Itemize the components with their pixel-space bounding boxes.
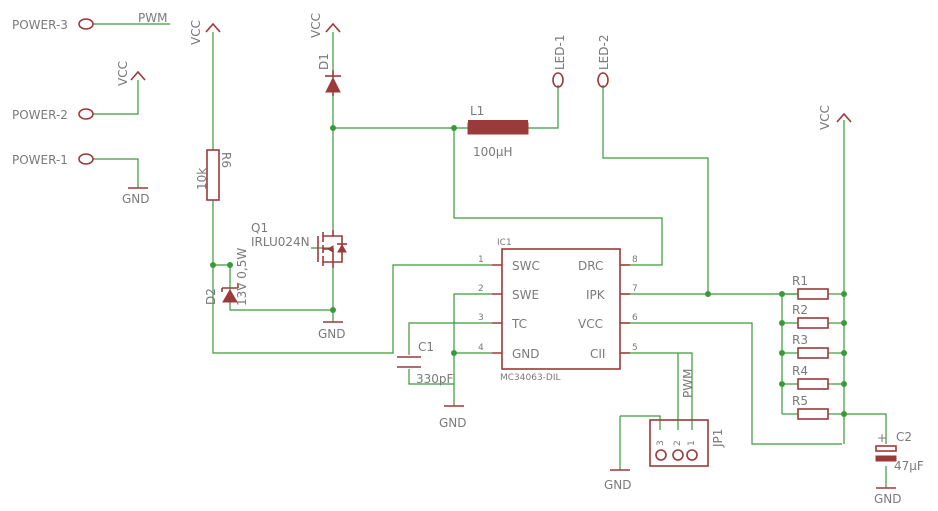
- vcc-label-2: VCC: [189, 20, 203, 45]
- d2-label: D2: [204, 288, 218, 305]
- gnd-label-4: GND: [604, 478, 632, 492]
- ic1-name: IC1: [497, 238, 512, 248]
- r6-value: 10k: [195, 168, 209, 190]
- jp1-pin3: 3: [656, 440, 666, 446]
- ic1-pin2-name: SWE: [512, 288, 539, 302]
- ic1-pin8-name: DRC: [578, 259, 603, 273]
- vcc-label-1: VCC: [116, 61, 130, 86]
- c2-plus-sign: +: [877, 431, 887, 445]
- ic1-pin7-name: IPK: [586, 288, 606, 302]
- junctions: [210, 125, 847, 417]
- power1-label: POWER-1: [12, 153, 68, 167]
- header-jp1: 3 2 1 JP1 PWM: [649, 369, 725, 467]
- resistor-r6: 10k R6: [195, 149, 233, 201]
- ic1-pin6-name: VCC: [578, 317, 603, 331]
- vcc-symbol-1: VCC: [116, 61, 146, 86]
- d2-value: 13V 0,5W: [235, 248, 249, 306]
- ic1-pin3-num: 3: [478, 313, 484, 323]
- r6-label: R6: [219, 152, 233, 168]
- capacitor-c1: C1 330pF: [397, 340, 454, 386]
- wires: [93, 23, 887, 488]
- ic1-pin5-num: 5: [632, 343, 638, 353]
- ic1-pin5-name: CII: [590, 347, 605, 361]
- r5-label: R5: [792, 394, 808, 408]
- gnd-label-3: GND: [439, 416, 467, 430]
- ic1-pin3-name: TC: [511, 317, 527, 331]
- vcc-label-4: VCC: [818, 105, 832, 130]
- jp1-label: JP1: [711, 429, 725, 448]
- c2-label: C2: [896, 430, 912, 444]
- gnd-symbol-4: GND: [604, 469, 632, 492]
- d1-label: D1: [317, 53, 331, 70]
- r3-label: R3: [792, 333, 808, 347]
- connector-power3: POWER-3 PWM: [12, 11, 167, 32]
- ic1-pin4-num: 4: [478, 343, 484, 353]
- q1-label: Q1: [251, 221, 268, 235]
- vcc-symbol-2: VCC: [189, 20, 221, 45]
- jp1-pwm-label: PWM: [681, 369, 695, 398]
- ic1-pin1-name: SWC: [512, 259, 540, 273]
- ic1-pin2-num: 2: [478, 284, 484, 294]
- ic1-value: MC34063-DIL: [500, 373, 561, 383]
- gnd-symbol-2: GND: [318, 321, 346, 341]
- r4-label: R4: [792, 364, 808, 378]
- gnd-label-2: GND: [318, 327, 346, 341]
- connector-led1: LED-1: [552, 35, 567, 88]
- zener-d2: D2 13V 0,5W: [204, 248, 249, 306]
- vcc-symbol-3: VCC: [309, 13, 341, 38]
- gnd-symbol-3: GND: [439, 405, 467, 430]
- resistor-bank: R1 R2 R3 R4 R5: [792, 274, 829, 420]
- ic1-pin1-num: 1: [478, 255, 484, 265]
- c2-value: 47µF: [894, 459, 924, 473]
- connector-power1: POWER-1: [12, 153, 94, 167]
- capacitor-c2: + C2 47µF: [875, 430, 924, 473]
- l1-label: L1: [470, 104, 484, 118]
- ic1-pin6-num: 6: [632, 313, 638, 323]
- connector-power2: POWER-2: [12, 108, 94, 122]
- pwm-net-label: PWM: [138, 11, 167, 25]
- vcc-symbol-4: VCC: [818, 105, 852, 130]
- ic1-pin4-name: GND: [512, 347, 540, 361]
- gnd-symbol-1: GND: [122, 187, 150, 206]
- ic1-pin8-num: 8: [632, 255, 638, 265]
- led2-label: LED-2: [597, 35, 611, 70]
- power3-label: POWER-3: [12, 18, 68, 32]
- inductor-l1: L1 100µH: [467, 104, 529, 159]
- power2-label: POWER-2: [12, 108, 68, 122]
- gnd-label-1: GND: [122, 192, 150, 206]
- l1-value: 100µH: [473, 145, 513, 159]
- vcc-label-3: VCC: [309, 13, 323, 38]
- gnd-symbol-5: GND: [874, 487, 902, 506]
- c1-label: C1: [418, 340, 434, 354]
- led1-label: LED-1: [553, 35, 567, 70]
- jp1-pin1: 1: [687, 440, 697, 446]
- connector-led2: LED-2: [597, 35, 611, 88]
- r1-label: R1: [792, 274, 808, 288]
- jp1-pin2: 2: [673, 440, 683, 446]
- ic1-chip: IC1 MC34063-DIL 1 2 3 4 SWC SWE TC GND 8…: [478, 238, 638, 383]
- q1-value: IRLU024N: [251, 235, 310, 249]
- c1-value: 330pF: [416, 372, 454, 386]
- r2-label: R2: [792, 303, 808, 317]
- mosfet-q1: Q1 IRLU024N: [251, 221, 347, 268]
- ic1-pin7-num: 7: [632, 284, 638, 294]
- diode-d1: D1: [317, 53, 341, 96]
- gnd-label-5: GND: [874, 492, 902, 506]
